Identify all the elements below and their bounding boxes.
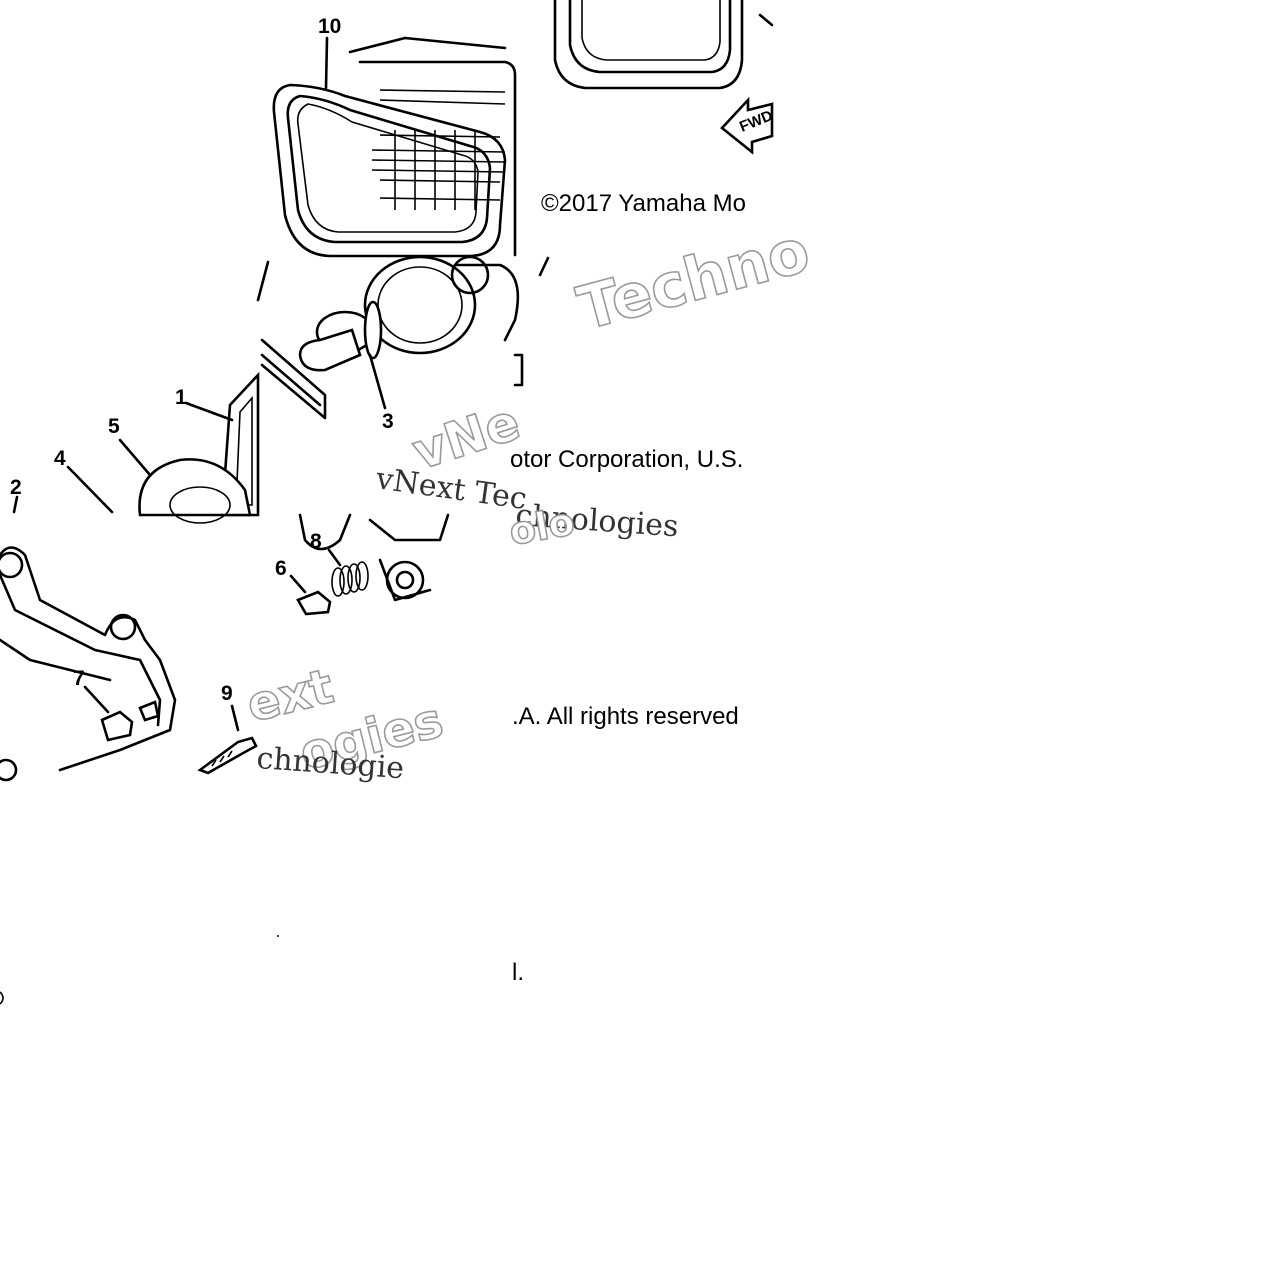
callout-8: 8 [310, 530, 322, 553]
copyright-line-3: .A. All rights reserved [512, 703, 739, 730]
callout-9: 9 [221, 682, 233, 705]
callout-2: 2 [10, 476, 22, 499]
callout-5: 5 [108, 415, 120, 438]
callout-4: 4 [54, 447, 66, 470]
stray-mark [0, 991, 4, 1005]
housing-top-section [553, 0, 774, 90]
callout-7: 7 [73, 667, 85, 690]
housing-frame-section [0, 546, 258, 782]
bulb-socket-section [256, 255, 550, 420]
fwd-direction-arrow: FWD [720, 96, 775, 155]
callout-3: 3 [382, 410, 394, 433]
watermark-outline-mid: vNe [406, 393, 527, 482]
air-filter-part-10 [272, 36, 517, 258]
lens-reflector-section [12, 371, 260, 524]
callout-1: 1 [175, 386, 187, 409]
watermark-outline-top: Techno [571, 216, 817, 345]
callout-6: 6 [275, 557, 287, 580]
stray-dot [277, 935, 279, 937]
copyright-line-2: otor Corporation, U.S. [510, 446, 743, 473]
adjuster-section [289, 513, 450, 616]
copyright-line-1: ©2017 Yamaha Mo [541, 190, 746, 217]
copyright-line-4: l. [512, 959, 524, 986]
callout-10: 10 [318, 15, 341, 38]
